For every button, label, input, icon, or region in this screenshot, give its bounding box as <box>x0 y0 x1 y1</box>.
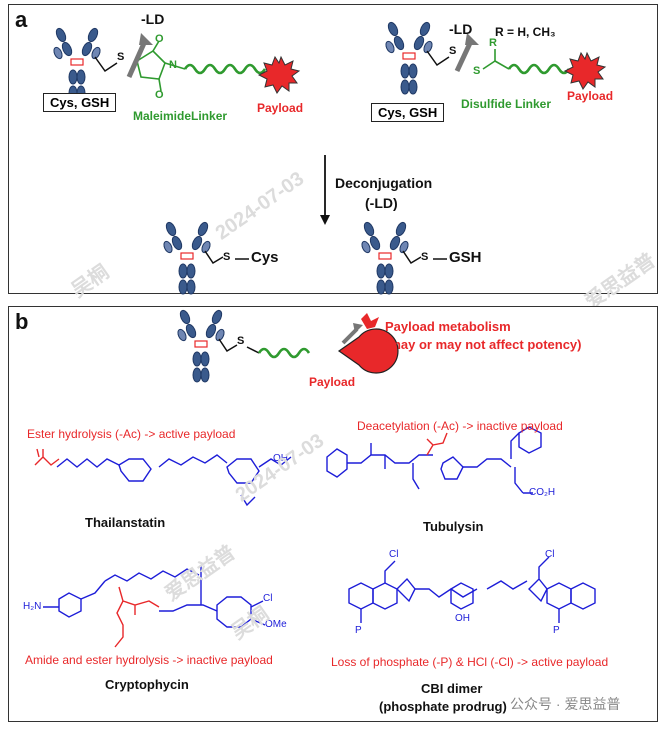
disulfide-linker-label: Disulfide Linker <box>461 97 552 111</box>
r-definition: R = H, CH₃ <box>495 25 556 39</box>
cbi-oh: OH <box>455 613 470 624</box>
crypto-nh2: H₂N <box>23 601 42 612</box>
left-o-bottom: O <box>155 89 164 101</box>
panel-a: a <box>8 4 660 314</box>
thailanstatin-note: Ester hydrolysis (-Ac) -> active payload <box>27 427 236 441</box>
cbi-note: Loss of phosphate (-P) & HCl (-Cl) -> ac… <box>331 655 609 669</box>
right-minus-ld: -LD <box>449 21 473 37</box>
cryptophycin-note: Amide and ester hydrolysis -> inactive p… <box>25 653 273 667</box>
right-s1-atom: S <box>449 45 457 57</box>
left-o-top: O <box>155 33 164 45</box>
cbi-cl-left: Cl <box>389 549 399 560</box>
left-n-atom: N <box>169 59 177 71</box>
top-payload-label: Payload <box>309 375 356 389</box>
cbi-cl-right: Cl <box>545 549 555 560</box>
left-minus-ld: -LD <box>141 11 165 27</box>
left-s-atom: S <box>117 51 125 63</box>
maleimide-linker-label: MaleimideLinker <box>133 109 228 123</box>
footer-brand: 公众号 · 爱思益普 <box>510 696 621 712</box>
product-right-s: S <box>421 251 429 263</box>
right-s2-atom: S <box>473 65 481 77</box>
thailanstatin-name: Thailanstatin <box>85 515 166 530</box>
left-payload-label: Payload <box>257 101 304 115</box>
crypto-cl: Cl <box>263 593 273 604</box>
panel-b-drawing <box>34 308 596 648</box>
tubulysin-name: Tubulysin <box>423 519 484 534</box>
payload-metabolism-label: Payload metabolism <box>385 319 511 334</box>
cbi-p-left: P <box>355 625 362 636</box>
tubulysin-note: Deacetylation (-Ac) -> inactive payload <box>357 419 563 433</box>
cbi-dimer-name: CBI dimer <box>421 681 483 696</box>
top-s-atom: S <box>237 335 245 347</box>
deconjugation-label: Deconjugation <box>335 175 433 191</box>
r-atom: R <box>489 37 497 49</box>
deconjugation-ld-label: (-LD) <box>365 195 398 211</box>
right-payload-label: Payload <box>567 89 614 103</box>
right-cys-gsh-box: Cys, GSH <box>371 103 445 122</box>
product-right-gsh: GSH <box>449 249 482 266</box>
cbi-prodrug-name: (phosphate prodrug) <box>379 699 507 714</box>
potency-note: (may or may not affect potency) <box>385 337 582 352</box>
panel-b: b <box>8 306 658 722</box>
panel-b-label: b <box>15 309 29 334</box>
crypto-ome: OMe <box>265 619 287 630</box>
product-left-cys: Cys <box>251 249 279 266</box>
thai-oh: OH <box>273 453 288 464</box>
cryptophycin-name: Cryptophycin <box>105 677 189 692</box>
panel-a-drawing <box>51 20 607 295</box>
panel-a-label: a <box>15 7 28 32</box>
tuby-co2h: CO₂H <box>529 487 556 498</box>
cbi-p-right: P <box>553 625 560 636</box>
left-cys-gsh-box: Cys, GSH <box>43 93 117 112</box>
product-left-s: S <box>223 251 231 263</box>
